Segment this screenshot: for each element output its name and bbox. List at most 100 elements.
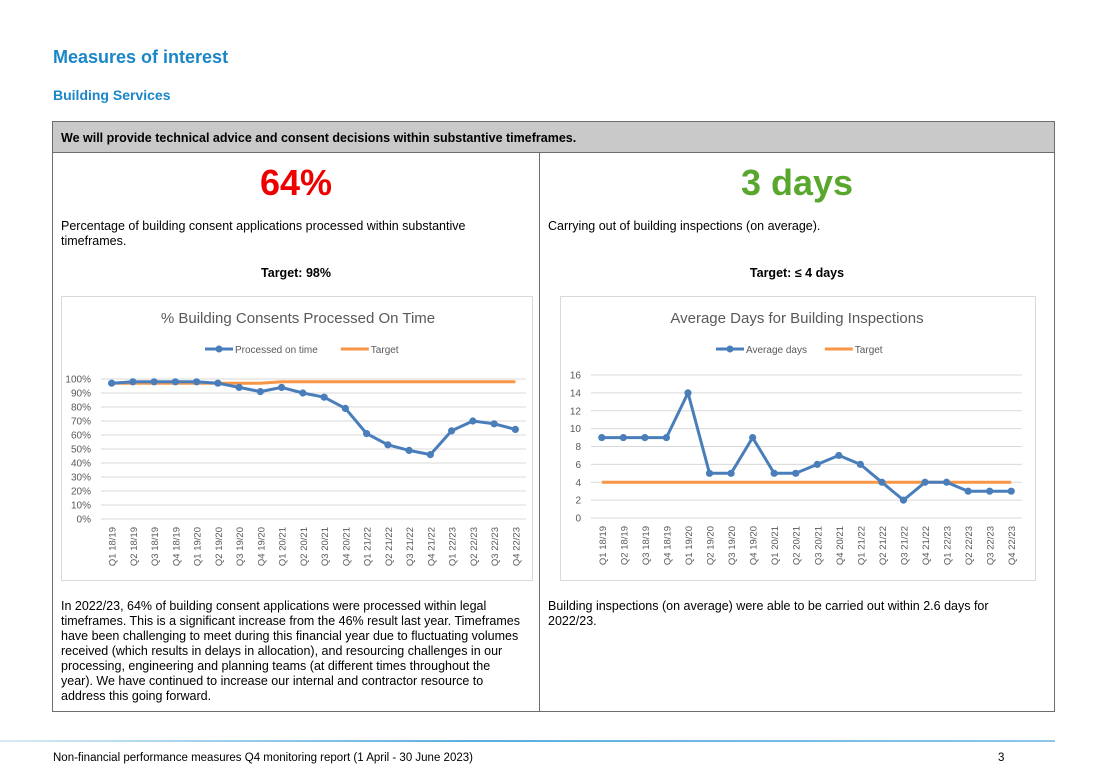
- inspections-chart-data-point: [835, 451, 843, 460]
- consents-description: Percentage of building consent applicati…: [61, 219, 466, 248]
- measure-statement: We will provide technical advice and con…: [61, 131, 577, 145]
- consents-chart-y-tick: 70%: [71, 417, 91, 428]
- inspections-chart-data-point: [899, 496, 908, 504]
- consents-chart-data-point: [171, 378, 179, 386]
- inspections-chart-y-tick: 2: [575, 496, 581, 507]
- inspections-chart-x-tick: Q4 20/21: [835, 526, 846, 565]
- inspections-chart-data-point: [986, 487, 994, 495]
- inspections-chart-data-point: [598, 433, 606, 442]
- inspections-chart-y-tick: 10: [570, 424, 582, 435]
- consents-chart-data-point: [214, 379, 222, 387]
- inspections-chart-y-tick: 0: [575, 514, 581, 525]
- inspections-chart-y-tick: 16: [570, 371, 582, 382]
- inspections-chart-x-tick: Q2 21/22: [878, 526, 889, 565]
- inspections-chart-legend-label: Target: [855, 345, 883, 356]
- inspections-chart-data-point: [813, 460, 821, 468]
- section-heading: Building Services: [53, 87, 171, 103]
- inspections-chart-title: Average Days for Building Inspections: [670, 310, 923, 327]
- consents-chart-data-point: [150, 378, 158, 386]
- consents-chart-data-point: [490, 420, 498, 428]
- consents-chart-x-tick: Q2 19/20: [214, 527, 225, 566]
- inspections-chart-data-point: [749, 433, 757, 442]
- inspections-chart-x-tick: Q2 19/20: [706, 526, 717, 565]
- consents-chart-legend-label: Target: [371, 345, 399, 356]
- inspections-chart-x-tick: Q3 22/23: [986, 526, 997, 565]
- consents-chart-data-point: [448, 427, 456, 435]
- consents-chart-data-point: [108, 379, 116, 387]
- consents-chart-y-tick: 10%: [71, 501, 91, 512]
- inspections-target: Target: ≤ 4 days: [749, 266, 845, 280]
- inspections-chart-y-tick: 14: [570, 388, 582, 399]
- inspections-chart-x-tick: Q3 18/19: [641, 526, 652, 565]
- consents-chart-data-point: [299, 389, 307, 397]
- inspections-description: Carrying out of building inspections (on…: [548, 219, 821, 233]
- consents-chart-legend-label: Processed on time: [235, 345, 318, 356]
- inspections-column: 3 days Carrying out of building inspecti…: [540, 153, 1054, 712]
- consents-commentary: In 2022/23, 64% of building consent appl…: [61, 599, 520, 703]
- consents-target: Target: 98%: [261, 266, 331, 280]
- inspections-chart-y-tick: 8: [575, 442, 581, 453]
- inspections-chart-x-tick: Q1 19/20: [684, 526, 695, 565]
- inspections-commentary: Building inspections (on average) were a…: [548, 599, 989, 628]
- inspections-chart-data-point: [727, 469, 735, 477]
- consents-chart-y-tick: 90%: [71, 389, 91, 400]
- inspections-chart-data-point: [1007, 487, 1015, 495]
- consents-chart-data-point: [129, 378, 137, 386]
- consents-chart-title: % Building Consents Processed On Time: [161, 310, 435, 327]
- consents-chart-data-point: [511, 425, 519, 433]
- inspections-result-value: 3 days: [740, 162, 854, 203]
- inspections-chart-x-tick: Q1 20/21: [770, 526, 781, 565]
- inspections-chart-x-tick: Q2 18/19: [619, 526, 630, 565]
- consents-chart-y-tick: 20%: [71, 487, 91, 498]
- consents-chart-x-tick: Q3 22/23: [490, 527, 501, 566]
- footer-rule: [0, 740, 1055, 742]
- consents-chart-x-tick: Q1 18/19: [108, 527, 119, 566]
- inspections-chart-data-point: [942, 478, 951, 486]
- measure-table: We will provide technical advice and con…: [52, 121, 1055, 712]
- consents-chart-data-point: [256, 388, 264, 396]
- consents-chart-x-tick: Q4 22/23: [511, 527, 522, 566]
- page-number: 3: [998, 752, 1005, 764]
- consents-chart-x-tick: Q2 20/21: [299, 527, 310, 566]
- consents-chart-x-tick: Q1 19/20: [193, 527, 204, 566]
- inspections-chart-legend-marker: [726, 345, 734, 353]
- inspections-chart-data-point: [964, 487, 972, 495]
- inspections-chart-data-point: [792, 469, 800, 477]
- inspections-chart-x-tick: Q1 21/22: [856, 526, 867, 565]
- consents-chart-x-tick: Q1 20/21: [278, 527, 289, 566]
- inspections-chart-x-tick: Q4 21/22: [921, 526, 932, 565]
- measure-statement-row: We will provide technical advice and con…: [53, 122, 1054, 153]
- inspections-chart-data-point: [641, 433, 649, 442]
- inspections-chart-x-tick: Q4 18/19: [662, 526, 673, 565]
- consents-chart-data-point: [341, 404, 349, 412]
- inspections-chart-data-point: [770, 469, 778, 477]
- inspections-chart-x-tick: Q2 22/23: [964, 526, 975, 565]
- consents-chart-data-point: [384, 441, 392, 449]
- consents-chart-data-point: [193, 378, 201, 386]
- consents-chart-y-tick: 50%: [71, 445, 91, 456]
- consents-chart-y-tick: 60%: [71, 431, 91, 442]
- inspections-chart-legend-label: Average days: [746, 345, 807, 356]
- inspections-chart-y-tick: 6: [575, 460, 581, 471]
- consents-chart-y-tick: 0%: [77, 515, 92, 526]
- inspections-chart-data-point: [856, 460, 864, 468]
- consents-chart-x-tick: Q1 22/23: [448, 527, 459, 566]
- consents-column: 64% Percentage of building consent appli…: [53, 153, 539, 712]
- consents-chart-x-tick: Q2 18/19: [129, 527, 140, 566]
- page-heading: Measures of interest: [53, 47, 229, 67]
- consents-chart-y-tick: 30%: [71, 473, 91, 484]
- consents-chart-x-tick: Q1 21/22: [363, 527, 374, 566]
- consents-chart-data-point: [426, 451, 434, 459]
- inspections-chart-x-tick: Q3 19/20: [727, 526, 738, 565]
- consents-chart-legend-marker: [215, 345, 223, 353]
- consents-chart-x-tick: Q3 19/20: [235, 527, 246, 566]
- inspections-chart-data-point: [662, 433, 671, 442]
- inspections-chart-svg: Average Days for Building InspectionsAve…: [570, 310, 1022, 565]
- column-divider: [539, 153, 540, 712]
- consents-chart-data-point: [320, 393, 328, 401]
- inspections-chart-x-tick: Q2 20/21: [792, 526, 803, 565]
- consents-chart-x-tick: Q2 21/22: [384, 527, 395, 566]
- consents-chart-data-point: [469, 417, 477, 425]
